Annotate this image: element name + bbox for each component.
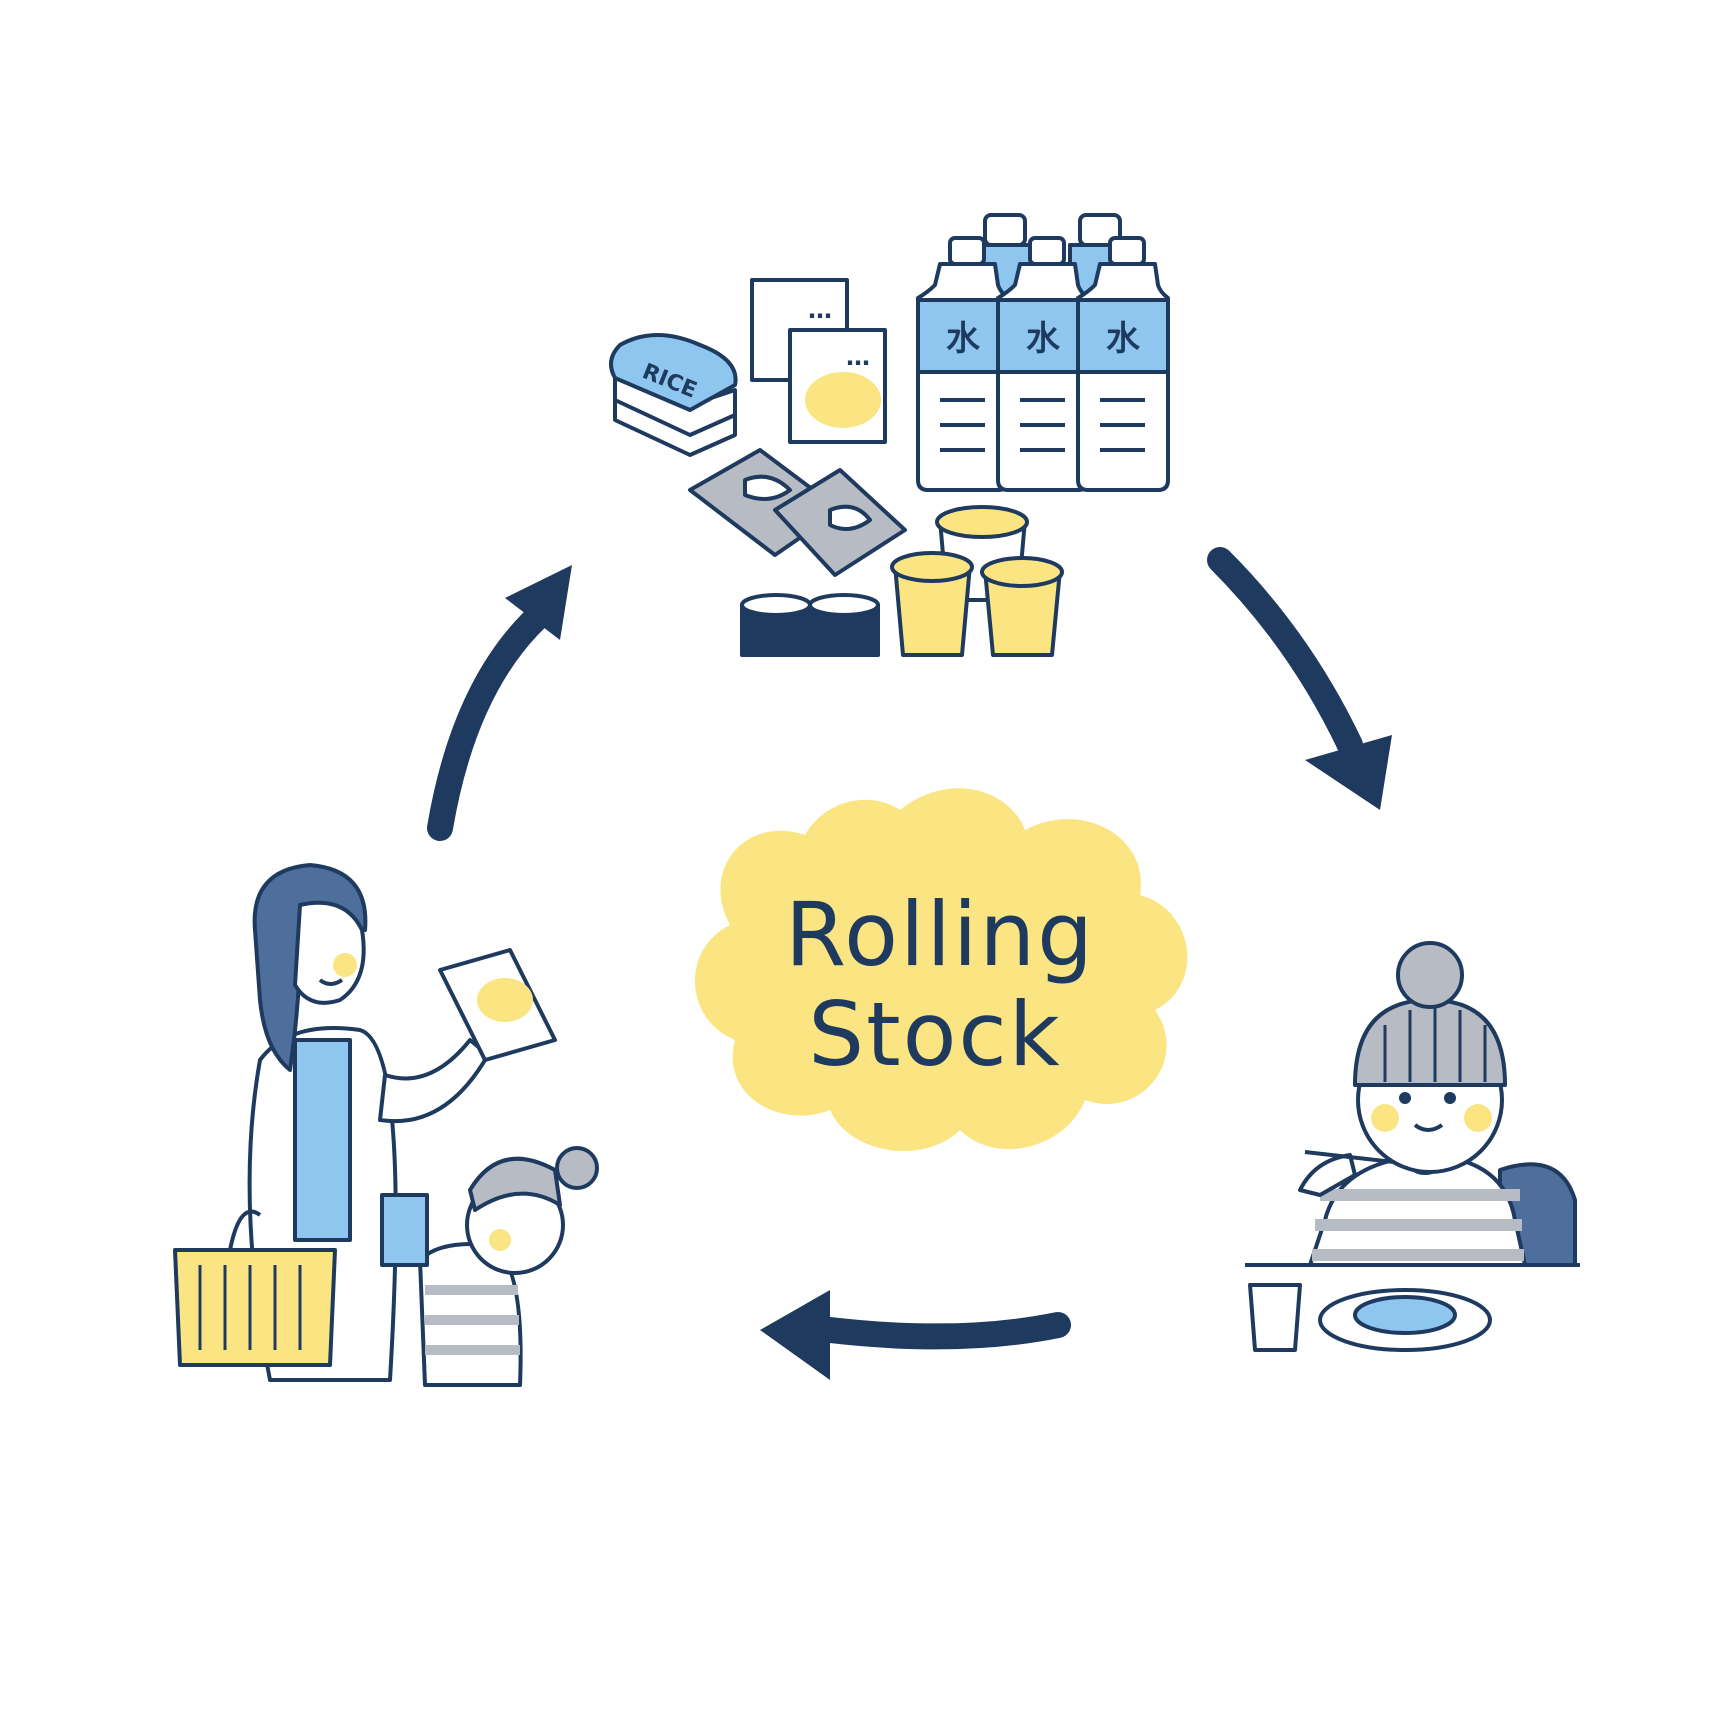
water-label: 水 [946,319,981,359]
instant-cups [890,505,1064,657]
cycle-arrows [427,547,1392,1380]
center-title-line1: Rolling [785,883,1095,986]
shopping-family-icon [173,863,599,1387]
arrow-eat-to-shop [760,1290,1071,1380]
food-boxes: … … [750,278,887,444]
food-stock-icon: 水 水 水 … … [609,213,1170,657]
water-bottle: 水 [1076,236,1170,492]
water-bottle: 水 [996,236,1090,492]
water-label: 水 [1106,319,1141,359]
box-dots: … [846,343,870,371]
retort-pouches [688,448,907,577]
water-bottles: 水 水 水 [916,213,1170,492]
rice-packs: RICE [609,333,738,457]
water-label: 水 [1026,319,1061,359]
center-title-line2: Stock [808,983,1062,1086]
canned-food [740,593,880,657]
arrow-stock-to-eat [1207,547,1392,810]
box-dots: … [808,296,832,324]
child-eating-icon [1245,941,1580,1352]
arrow-shop-to-stock [427,565,572,841]
water-bottle: 水 [916,236,1010,492]
center-cloud: Rolling Stock [694,788,1188,1152]
